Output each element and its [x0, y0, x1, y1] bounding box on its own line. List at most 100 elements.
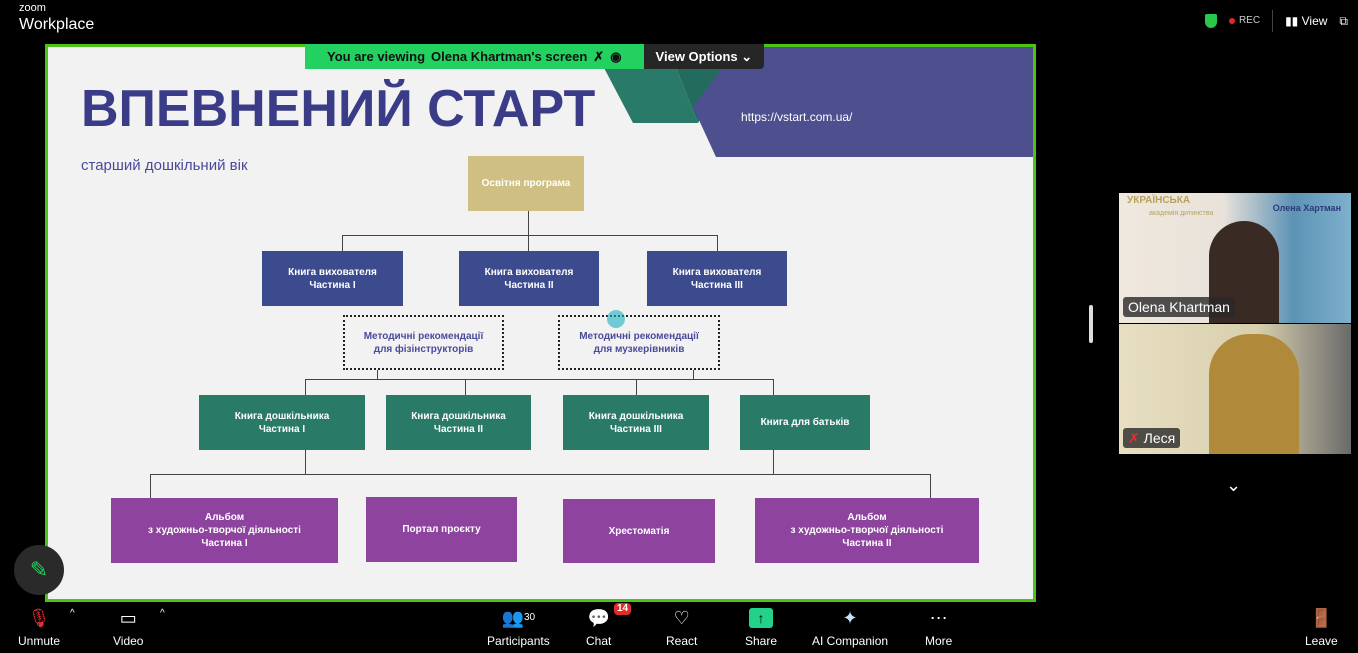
mic-muted-icon: ✗ — [593, 49, 605, 64]
heart-icon: ♡ — [673, 608, 690, 628]
connector-line — [693, 370, 694, 379]
box-preschooler-book-3: Книга дошкільника Частина ІІІ — [563, 395, 709, 450]
panel-resize-handle[interactable] — [1089, 305, 1093, 343]
box-teacher-book-3: Книга вихователя Частина ІІІ — [647, 251, 787, 306]
purple-shape — [693, 47, 1033, 157]
box-parents-book: Книга для батьків — [740, 395, 870, 450]
share-label: Share — [745, 634, 778, 648]
camera-icon: ▭ — [119, 608, 137, 628]
react-button[interactable]: ♡ React — [666, 606, 697, 648]
zoom-logo-small: zoom — [19, 2, 46, 14]
box-album-2: Альбом з художньо-творчої діяльності Час… — [755, 498, 979, 563]
more-dots-icon: ⋯ — [929, 608, 948, 628]
box-pe-recommendations: Методичні рекомендації для фізінструктор… — [343, 315, 504, 370]
video-options-caret[interactable]: ^ — [160, 608, 165, 619]
participant-video — [1209, 334, 1299, 454]
more-label: More — [925, 634, 953, 648]
viewing-label: You are viewing Olena Khartman's screen ✗ ◉ — [305, 44, 644, 69]
view-options-label: View Options — [655, 49, 738, 64]
top-right-controls: REC ▮▮ View ⧉ — [1204, 10, 1348, 32]
participants-count: 30 — [524, 612, 536, 623]
divider — [1272, 10, 1274, 32]
participants-icon: 👥30 — [501, 608, 536, 628]
security-shield-icon[interactable] — [1204, 14, 1217, 28]
connector-line — [305, 379, 306, 395]
connector-line — [150, 474, 151, 498]
box-teacher-book-1: Книга вихователя Частина І — [262, 251, 403, 306]
participant-name: Леся — [1143, 430, 1176, 446]
mic-muted-icon: ✗ — [1128, 430, 1144, 446]
minimize-window-icon[interactable]: ⧉ — [1339, 14, 1348, 28]
share-button[interactable]: ↑ Share — [745, 606, 777, 648]
ai-companion-label: AI Companion — [812, 634, 889, 648]
box-teacher-book-2: Книга вихователя Частина ІІ — [459, 251, 599, 306]
bg-name-text: Олена Хартман — [1272, 203, 1341, 213]
connector-line — [305, 379, 774, 380]
video-tile-olena[interactable]: УКРАЇНСЬКА академія дитинства Олена Харт… — [1119, 193, 1351, 323]
box-preschooler-book-1: Книга дошкільника Частина І — [199, 395, 365, 450]
box-music-recommendations: Методичні рекомендації для музкерівників — [558, 315, 720, 370]
box-reader: Хрестоматія — [563, 499, 715, 563]
leave-button[interactable]: 🚪 Leave — [1305, 606, 1338, 648]
react-label: React — [666, 634, 698, 648]
rec-dot-icon — [1228, 18, 1235, 24]
annotate-pencil-button[interactable]: ✎ — [14, 545, 64, 595]
leave-door-icon: 🚪 — [1310, 608, 1333, 628]
connector-line — [150, 474, 931, 475]
view-button[interactable]: ▮▮ View — [1285, 14, 1328, 28]
connector-line — [773, 379, 774, 395]
chat-badge: 14 — [614, 603, 632, 615]
ai-companion-button[interactable]: ✦ AI Companion — [812, 606, 888, 648]
bg-logo-subtext: академія дитинства — [1149, 210, 1214, 217]
participant-name-label: ✗ Леся — [1123, 428, 1181, 448]
connector-line — [528, 235, 529, 251]
status-icon: ◉ — [610, 49, 622, 64]
participants-panel — [1098, 44, 1358, 602]
presenter-name: Olena Khartman's screen — [431, 49, 588, 64]
cursor-pointer-icon — [607, 310, 625, 328]
video-button[interactable]: ▭ Video — [113, 606, 143, 648]
screen-share-banner: You are viewing Olena Khartman's screen ✗ ◉… — [305, 44, 765, 69]
view-label: View — [1301, 14, 1328, 28]
zoom-logo: Workplace — [19, 16, 95, 33]
chat-label: Chat — [586, 634, 612, 648]
unmute-label: Unmute — [18, 634, 61, 648]
sparkle-icon: ✦ — [842, 608, 858, 628]
participant-name: Olena Khartman — [1123, 297, 1235, 317]
box-project-portal: Портал проєкту — [366, 497, 517, 562]
chat-icon: 💬 — [587, 608, 610, 628]
box-education-program: Освітня програма — [468, 156, 584, 211]
connector-line — [636, 379, 637, 395]
box-preschooler-book-2: Книга дошкільника Частина ІІ — [386, 395, 531, 450]
leave-label: Leave — [1305, 634, 1338, 648]
connector-line — [305, 450, 306, 474]
participants-label: Participants — [487, 634, 550, 648]
video-label: Video — [113, 634, 144, 648]
box-album-1: Альбом з художньо-творчої діяльності Час… — [111, 498, 338, 563]
connector-line — [342, 235, 718, 236]
slide-subtitle: старший дошкільний вік — [81, 157, 248, 174]
connector-line — [717, 235, 718, 251]
rec-label: REC — [1238, 15, 1261, 26]
chat-button[interactable]: 💬 Chat — [586, 606, 611, 648]
more-button[interactable]: ⋯ More — [925, 606, 952, 648]
connector-line — [930, 474, 931, 498]
bg-logo-text: УКРАЇНСЬКА — [1127, 195, 1191, 206]
connector-line — [377, 370, 378, 379]
mic-muted-icon: 🎙 — [27, 608, 51, 628]
share-arrow-icon: ↑ — [749, 606, 774, 630]
connector-line — [465, 379, 466, 395]
recording-indicator[interactable]: REC — [1228, 14, 1261, 28]
unmute-button[interactable]: 🎙 Unmute — [18, 606, 60, 648]
connector-line — [773, 450, 774, 474]
connector-line — [528, 211, 529, 235]
connector-line — [342, 235, 343, 251]
slide-title: ВПЕВНЕНИЙ СТАРТ — [81, 80, 596, 138]
viewing-text: You are viewing — [327, 49, 426, 64]
slide-url[interactable]: https://vstart.com.ua/ — [741, 110, 853, 124]
view-options-button[interactable]: View Options ⌄ — [643, 44, 765, 69]
chevron-down-icon[interactable]: ⌄ — [1226, 475, 1242, 495]
video-tile-lesya[interactable]: ✗ Леся — [1119, 324, 1351, 454]
audio-options-caret[interactable]: ^ — [70, 608, 75, 619]
